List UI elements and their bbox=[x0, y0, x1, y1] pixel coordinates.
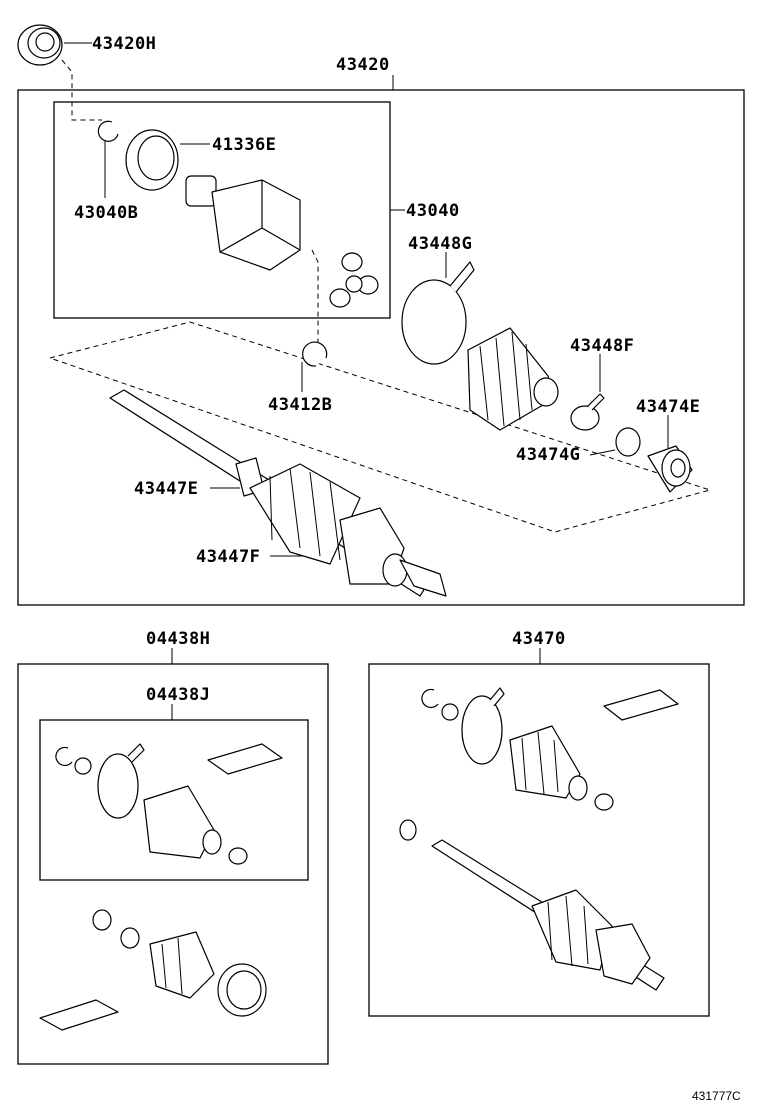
dust-deflector-part bbox=[125, 129, 179, 191]
label-04438h: 04438H bbox=[146, 629, 210, 649]
label-43412b: 43412B bbox=[268, 395, 332, 415]
frame-drive-shaft-assy bbox=[17, 89, 745, 606]
damper-part bbox=[647, 445, 693, 493]
inboard-boot-part bbox=[467, 327, 559, 431]
shaft-snap-ring-part bbox=[302, 341, 328, 367]
label-43448g: 43448G bbox=[408, 234, 472, 254]
label-04438j: 04438J bbox=[146, 685, 210, 705]
kit-clamp-small bbox=[228, 847, 248, 865]
label-43447e: 43447E bbox=[134, 479, 198, 499]
leader-43474g bbox=[589, 449, 616, 456]
label-43470: 43470 bbox=[512, 629, 566, 649]
label-43447f: 43447F bbox=[196, 547, 260, 567]
tripod-part bbox=[329, 252, 379, 308]
boot-clamp-small-part bbox=[570, 393, 605, 431]
oil-seal-part bbox=[17, 24, 63, 66]
frame-shaft-assy-lh bbox=[368, 663, 710, 1017]
kit-clamp-large bbox=[97, 753, 139, 819]
label-43040: 43040 bbox=[406, 201, 460, 221]
kit-outer-parts bbox=[39, 743, 283, 1031]
damper-clamp-part bbox=[615, 427, 641, 457]
inboard-joint-part bbox=[185, 175, 301, 271]
dashed-link-oil-seal bbox=[61, 59, 102, 121]
frame-boot-kit-inner bbox=[39, 719, 309, 881]
label-43040b: 43040B bbox=[74, 203, 138, 223]
dashed-link-tripod bbox=[311, 249, 319, 342]
label-43474g: 43474G bbox=[516, 445, 580, 465]
shaft-assy-lh-parts bbox=[399, 687, 679, 991]
snap-ring-part bbox=[97, 120, 119, 142]
label-41336e: 41336E bbox=[212, 135, 276, 155]
main-shaft-part bbox=[109, 389, 447, 597]
kit-grease-pack bbox=[207, 743, 283, 775]
kit-ring bbox=[74, 757, 92, 775]
label-43448f: 43448F bbox=[570, 336, 634, 356]
kit-snap-ring bbox=[55, 746, 73, 767]
label-43474e: 43474E bbox=[636, 397, 700, 417]
label-43420: 43420 bbox=[336, 55, 390, 75]
frame-boot-kit-outer bbox=[17, 663, 329, 1065]
boot-clamp-large-part bbox=[401, 261, 475, 365]
frame-dashed-outline bbox=[49, 321, 712, 533]
label-43420h: 43420H bbox=[92, 34, 156, 54]
reference-code: 431777C bbox=[692, 1089, 741, 1103]
